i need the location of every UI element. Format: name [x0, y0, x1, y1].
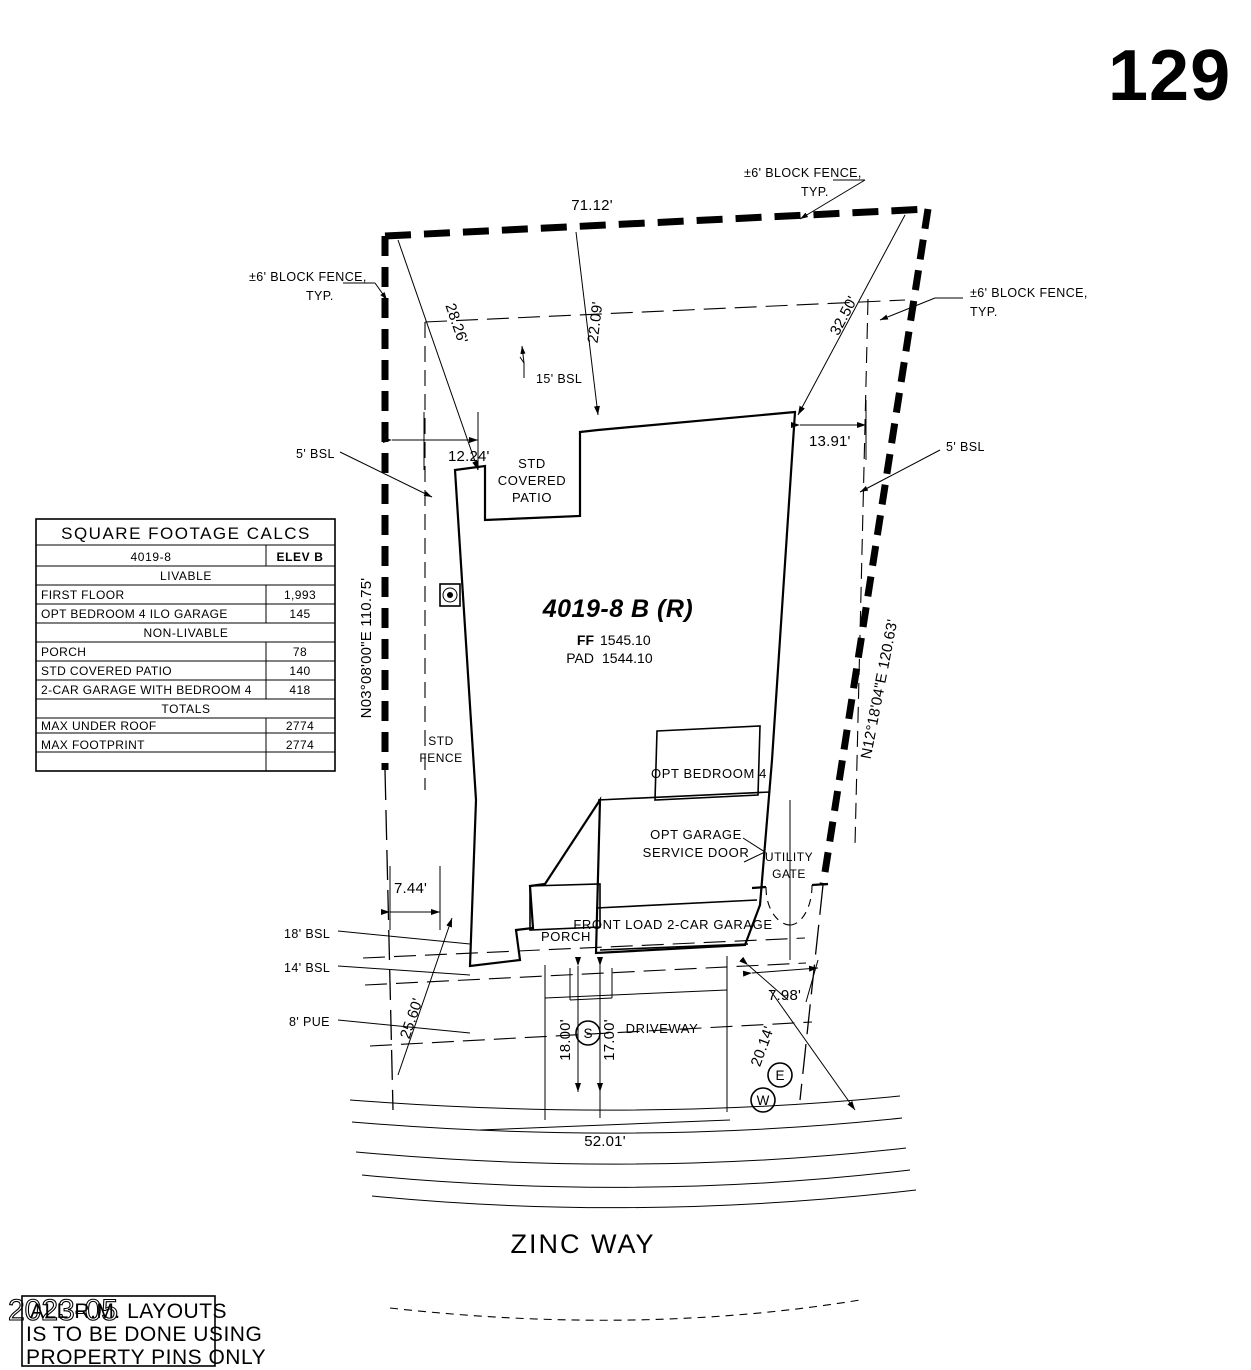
table-row-value-2-car-garage: 418 [289, 683, 310, 697]
annotation-bsl-18: 18' BSL [284, 927, 330, 941]
driveway-area [349, 956, 917, 1321]
stamp-date-overlay: 2023-05 [8, 1294, 118, 1327]
dim-frontage: 52.01' [584, 1133, 626, 1150]
table-row-value-std-covered-patio: 140 [289, 664, 310, 678]
table-row-label-opt-bedroom-4: OPT BEDROOM 4 ILO GARAGE [41, 607, 228, 621]
bearing-left: N03°08'00"E 110.75' [358, 578, 375, 719]
table-row-value-opt-bedroom-4: 145 [289, 607, 310, 621]
table-row-label-max-footprint: MAX FOOTPRINT [41, 738, 145, 752]
ff-value: 1545.10 [600, 632, 651, 648]
annotation-block-fence-right-line2: TYP. [970, 305, 998, 319]
table-row-value-max-footprint: 2774 [286, 738, 314, 752]
stamp-line2: IS TO BE DONE USING [26, 1323, 262, 1346]
garage-service-door-symbol [742, 837, 767, 863]
dim-patio-top: 22.09' [585, 301, 607, 344]
table-row-value-porch: 78 [293, 645, 307, 659]
pad-value: 1544.10 [602, 650, 653, 666]
annotation-bsl-14: 14' BSL [284, 961, 330, 975]
lot-lines [384, 769, 824, 1111]
stamp-line1: ALL R.M. LAYOUTS [30, 1300, 227, 1323]
table-row-value-first-floor: 1,993 [284, 588, 316, 602]
utility-box-icon [439, 583, 461, 607]
lot-number: 129 [1108, 36, 1231, 116]
utility-marker-electric: E [767, 1062, 793, 1088]
utility-marker-water: W [750, 1087, 776, 1113]
table-title: SQUARE FOOTAGE CALCS [61, 524, 311, 543]
annotation-block-fence-top-line2: TYP. [801, 185, 829, 199]
table-elev-col: ELEV B [277, 550, 324, 564]
label-std-fence-line2: FENCE [419, 751, 462, 765]
bsl-15-leader [519, 345, 526, 378]
street-name-label: ZINC WAY [511, 1229, 656, 1259]
annotation-bsl-5-left: 5' BSL [296, 447, 335, 461]
label-covered-patio-line2: COVERED [498, 473, 567, 488]
dim-driveway-left: 18.00' [557, 1019, 574, 1061]
house-footprint [453, 410, 797, 968]
bsl-5-left-leader [339, 451, 433, 498]
dim-diagonal-right: 32.50' [827, 294, 862, 339]
dim-right-diagonal-lower: 20.14' [748, 1024, 778, 1069]
table-row-label-porch: PORCH [41, 645, 86, 659]
dim-diagonal-left: 28.26' [441, 301, 471, 346]
label-opt-bedroom-4: OPT BEDROOM 4 [651, 766, 767, 781]
label-porch: PORCH [541, 929, 591, 944]
bsl-18-leader [337, 930, 471, 945]
stamp-line3: PROPERTY PINS ONLY [26, 1346, 266, 1369]
bsl-5-right-leader [859, 449, 941, 493]
table-section-totals: TOTALS [161, 702, 210, 716]
label-opt-garage-door-line1: OPT GARAGE [650, 827, 742, 842]
label-utility-gate-line2: GATE [772, 867, 806, 881]
label-garage: FRONT LOAD 2-CAR GARAGE [573, 917, 772, 932]
annotation-block-fence-right-line1: ±6' BLOCK FENCE, [970, 286, 1088, 300]
table-row-value-max-under-roof: 2774 [286, 719, 314, 733]
annotation-bsl-15: 15' BSL [536, 372, 582, 386]
ff-label: FF [577, 632, 595, 648]
electric-label: E [775, 1068, 784, 1083]
square-footage-table: SQUARE FOOTAGE CALCS 4019-8 ELEV B LIVAB… [35, 518, 336, 772]
sewer-label: S [583, 1026, 592, 1041]
table-row-label-std-covered-patio: STD COVERED PATIO [41, 664, 172, 678]
annotation-pue-8: 8' PUE [289, 1015, 330, 1029]
dim-left-offset: 12.24' [448, 448, 490, 465]
table-section-livable: LIVABLE [160, 569, 212, 583]
property-boundary-fence [381, 205, 932, 886]
table-plan-col: 4019-8 [131, 550, 172, 564]
property-pins-stamp: ALL R.M. LAYOUTS IS TO BE DONE USING PRO… [7, 1293, 266, 1369]
label-utility-gate-line1: UTILITY [765, 850, 813, 864]
water-label: W [757, 1093, 770, 1108]
dimension-lines [381, 214, 906, 1131]
setback-lines [362, 298, 906, 1047]
table-section-non-livable: NON-LIVABLE [143, 626, 228, 640]
annotation-block-fence-left-line2: TYP. [306, 289, 334, 303]
dim-right-offset: 13.91' [809, 433, 851, 450]
table-row-label-2-car-garage: 2-CAR GARAGE WITH BEDROOM 4 [41, 683, 252, 697]
dim-left-diagonal-lower: 25.60' [397, 996, 427, 1041]
table-row-label-first-floor: FIRST FLOOR [41, 588, 125, 602]
annotation-block-fence-left-line1: ±6' BLOCK FENCE, [249, 270, 367, 284]
dim-right-lower: 7.98' [768, 987, 801, 1004]
fence-leaders [343, 179, 963, 321]
label-opt-garage-door-line2: SERVICE DOOR [643, 845, 750, 860]
pue-8-leader [337, 1019, 471, 1034]
label-std-fence-line1: STD [428, 734, 454, 748]
dim-driveway-right: 17.00' [601, 1019, 618, 1061]
plan-model-label: 4019-8 B (R) [542, 595, 694, 623]
bsl-14-leader [337, 965, 471, 976]
label-covered-patio-line3: PATIO [512, 490, 552, 505]
dim-left-lower: 7.44' [394, 880, 427, 897]
utility-marker-sewer: S [575, 1020, 601, 1046]
annotation-bsl-5-right: 5' BSL [946, 440, 985, 454]
label-driveway: DRIVEWAY [626, 1021, 699, 1036]
annotation-block-fence-top-line1: ±6' BLOCK FENCE, [744, 166, 862, 180]
pad-label: PAD [566, 650, 594, 666]
label-covered-patio-line1: STD [518, 456, 546, 471]
table-row-label-max-under-roof: MAX UNDER ROOF [41, 719, 157, 733]
dim-top: 71.12' [571, 197, 613, 214]
utility-gate-symbol [751, 800, 829, 960]
